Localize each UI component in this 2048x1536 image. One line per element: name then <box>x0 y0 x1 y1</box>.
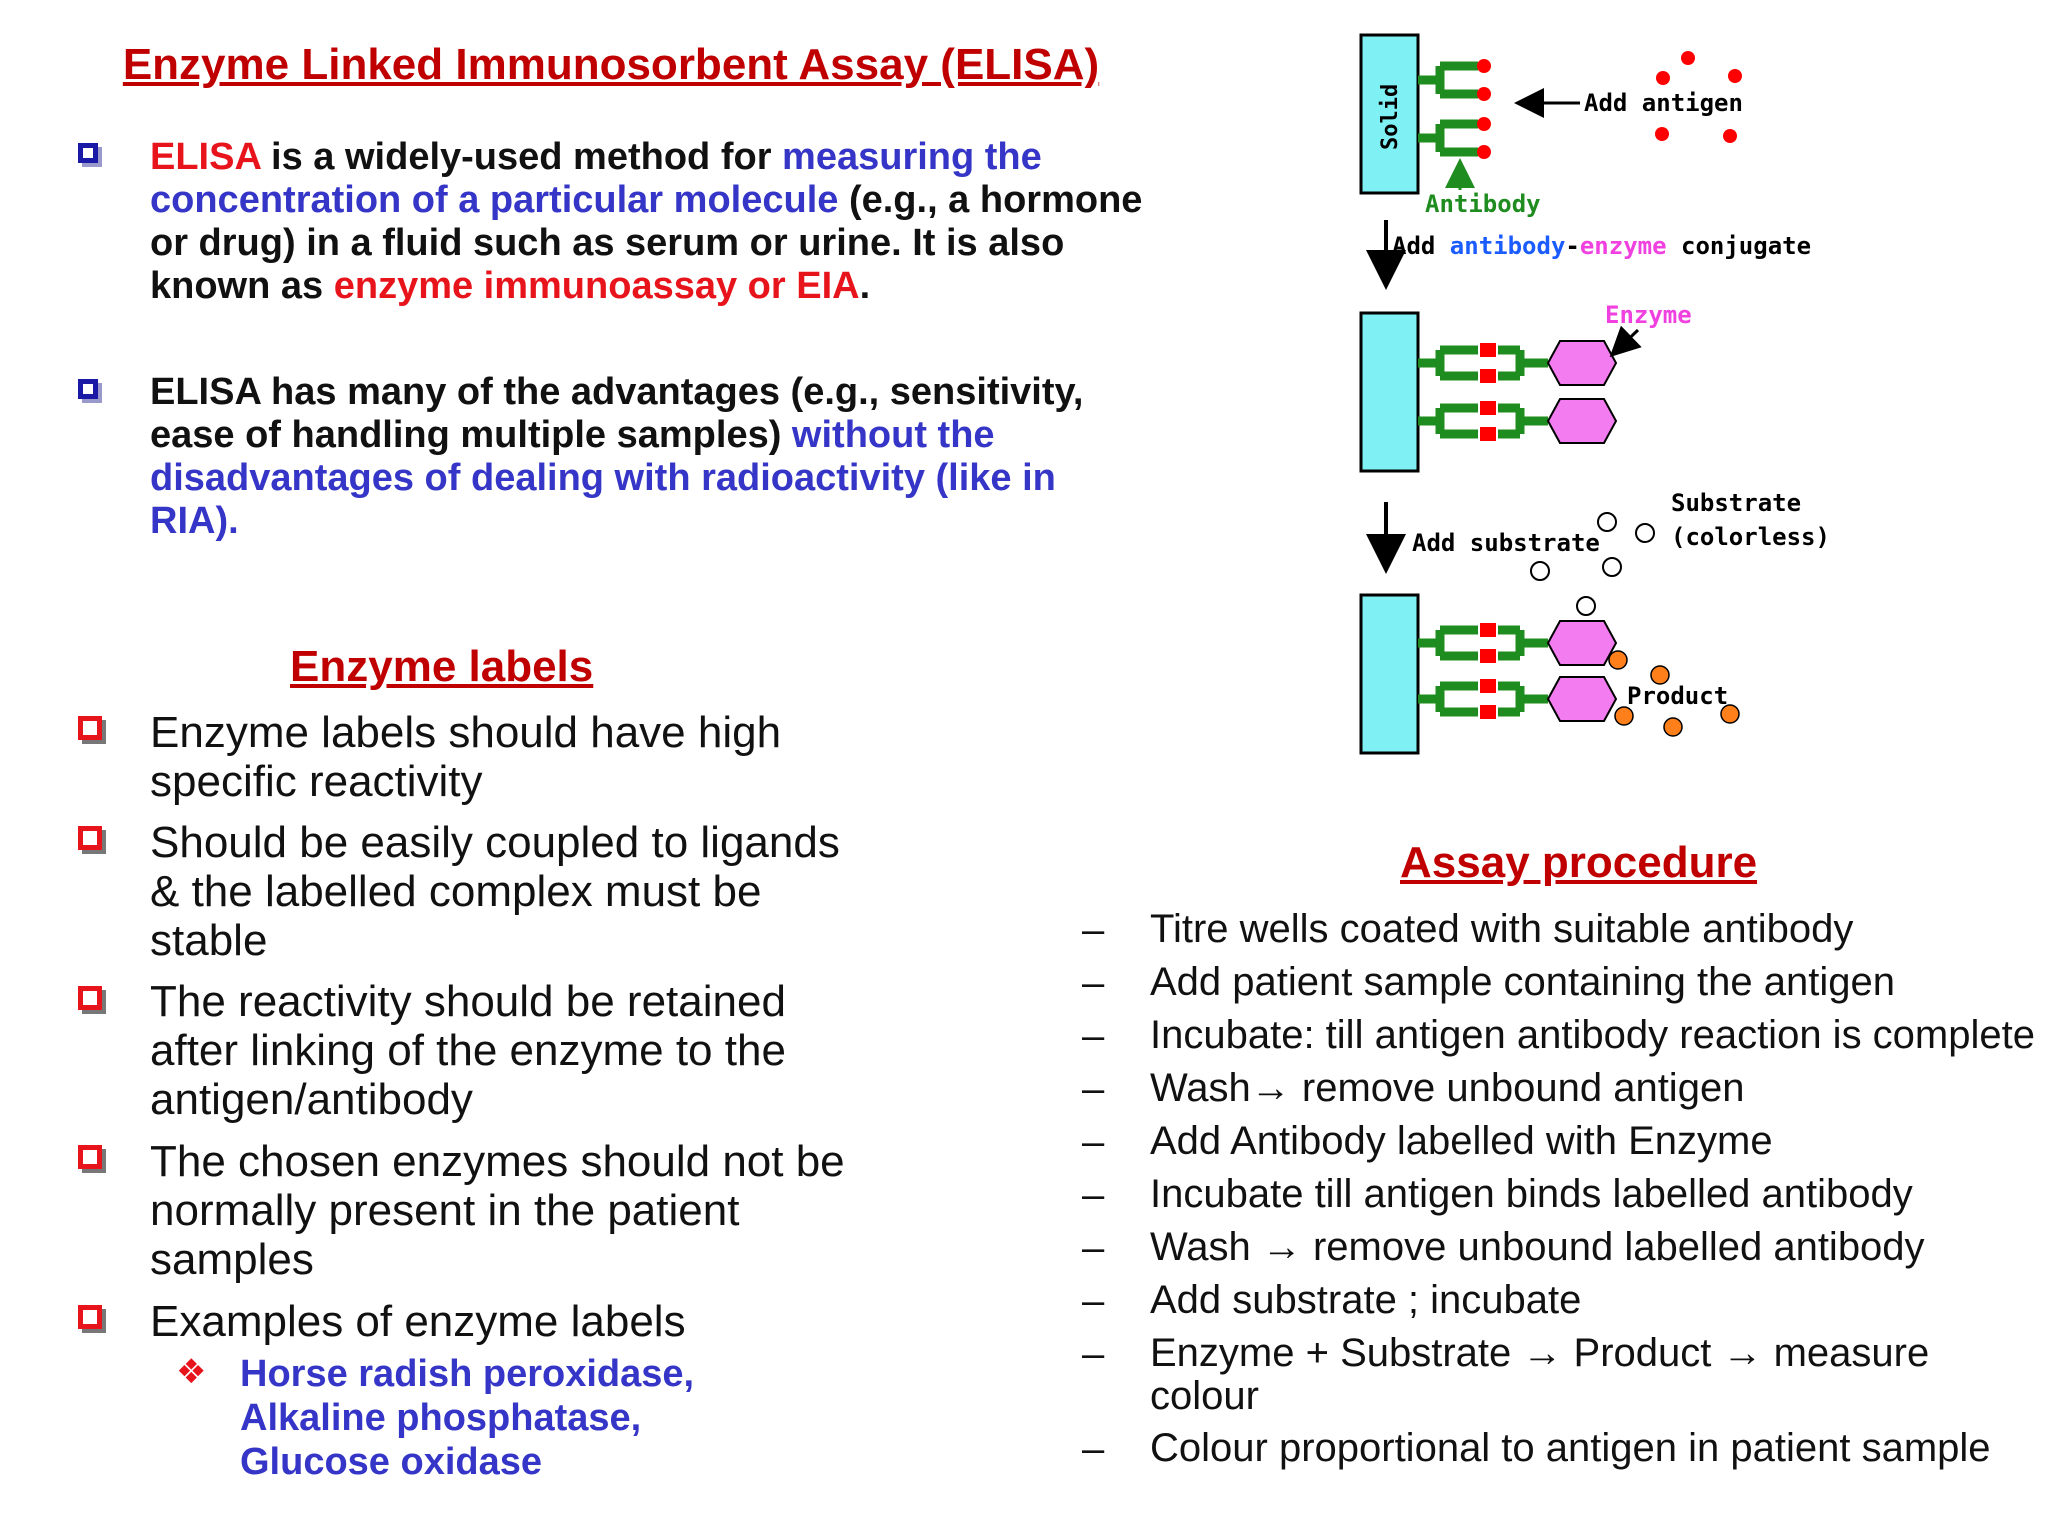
antigen-marks <box>1480 623 1496 719</box>
assay-step: Add patient sample containing the antige… <box>1150 960 1895 1004</box>
antibody-2 <box>1418 119 1478 157</box>
assay-step: Wash → remove unbound labelled antibody <box>1150 1225 1925 1269</box>
product-label: Product <box>1627 682 1728 710</box>
square-bullet-icon <box>78 716 102 740</box>
elisa-diagram: Solid Add antigen Antibody Add antibody-… <box>1359 33 1830 755</box>
elisa-term: ELISA <box>150 136 261 178</box>
assay-step: Enzyme + Substrate → Product → measure c… <box>1150 1331 1930 1418</box>
enzymes <box>1546 340 1618 444</box>
enzyme-pointer-arrow <box>1609 325 1642 358</box>
substrate-label: Substrate <box>1671 489 1801 517</box>
square-bullet-icon <box>78 1145 102 1169</box>
intro-text: is a widely-used method for <box>260 136 783 178</box>
assay-procedure-heading: Assay procedure <box>1400 838 1758 887</box>
substrate-molecule <box>1576 596 1596 616</box>
page-title: Enzyme Linked Immunosorbent Assay (ELISA… <box>122 40 1100 89</box>
add-substrate-label: Add substrate <box>1412 529 1600 557</box>
dash-bullet: – <box>1082 1120 1105 1164</box>
enzyme-label: Enzyme <box>1605 301 1692 329</box>
bound-site-marks <box>1477 59 1491 159</box>
antigen-marks <box>1480 343 1496 441</box>
enzyme-label-item: Enzyme labels should have high specific … <box>150 708 782 806</box>
enzymes <box>1546 620 1618 722</box>
assay-step: Incubate till antigen binds labelled ant… <box>1150 1172 1913 1216</box>
dash-bullet: – <box>1082 1014 1105 1058</box>
square-bullet-icon <box>78 986 102 1010</box>
highlight-text: without the disadvantages of dealing wit… <box>150 414 1056 542</box>
dash-bullet: – <box>1082 1173 1105 1217</box>
intro-paragraph-1: ELISA is a widely-used method for measur… <box>150 136 1150 308</box>
diamond-bullet-icon: ❖ <box>176 1353 207 1391</box>
antibody-label: Antibody <box>1425 190 1541 218</box>
dash-bullet: – <box>1082 1279 1105 1323</box>
solid-phase <box>1359 593 1420 755</box>
example-item: Glucose oxidase <box>240 1441 543 1483</box>
intro-paragraph-2: ELISA has many of the advantages (e.g., … <box>150 371 1150 543</box>
enzyme-label-item: Should be easily coupled to ligands & th… <box>150 818 840 965</box>
square-bullet-icon <box>78 1305 102 1329</box>
intro-text: ELISA has many of the advantages (e.g., … <box>150 371 1084 456</box>
product-molecules <box>1608 650 1740 737</box>
free-antigens <box>1655 51 1742 143</box>
solid-phase <box>1359 33 1420 195</box>
enzyme-label-item: The chosen enzymes should not be normall… <box>150 1137 845 1284</box>
example-item: Horse radish peroxidase, <box>240 1353 695 1395</box>
assay-step: Add Antibody labelled with Enzyme <box>1150 1119 1773 1163</box>
solid-label: Solid <box>1378 84 1403 150</box>
antibody-1 <box>1418 61 1478 99</box>
assay-step: Colour proportional to antigen in patien… <box>1150 1426 1991 1470</box>
assay-step: Add substrate ; incubate <box>1150 1278 1582 1322</box>
square-bullet-icon <box>78 379 98 399</box>
intro-text: (e.g., a hormone or drug) in a fluid suc… <box>150 179 1143 307</box>
conjugate-label: Add antibody-enzyme conjugate <box>1392 232 1811 260</box>
enzyme-examples: Horse radish peroxidase, Alkaline phosph… <box>240 1352 840 1484</box>
sandwich-antibodies <box>1418 625 1548 717</box>
dash-bullet: – <box>1082 1332 1105 1376</box>
solid-phase <box>1359 311 1420 473</box>
square-bullet-icon <box>78 143 98 163</box>
enzyme-label-item: Examples of enzyme labels <box>150 1297 686 1346</box>
square-bullet-icon <box>78 826 102 850</box>
add-antigen-label: Add antigen <box>1584 89 1743 117</box>
dash-bullet: – <box>1082 1067 1105 1111</box>
assay-step: Wash→ remove unbound antigen <box>1150 1066 1745 1110</box>
substrate-molecules <box>1530 512 1655 581</box>
dash-bullet: – <box>1082 908 1105 952</box>
dash-bullet: – <box>1082 1226 1105 1270</box>
example-item: Alkaline phosphatase, <box>240 1397 642 1439</box>
dash-bullet: – <box>1082 1427 1105 1471</box>
intro-text: . <box>859 265 871 307</box>
assay-step: Incubate: till antigen antibody reaction… <box>1150 1013 2035 1057</box>
sandwich-antibodies <box>1418 345 1548 439</box>
dash-bullet: – <box>1082 961 1105 1005</box>
enzyme-label-item: The reactivity should be retained after … <box>150 977 786 1124</box>
eia-term: enzyme immunoassay or EIA <box>333 265 860 307</box>
colorless-label: (colorless) <box>1671 523 1830 551</box>
enzyme-labels-heading: Enzyme labels <box>290 642 594 691</box>
highlight-text: measuring the concentration of a particu… <box>150 136 1042 221</box>
assay-step: Titre wells coated with suitable antibod… <box>1150 907 1854 951</box>
